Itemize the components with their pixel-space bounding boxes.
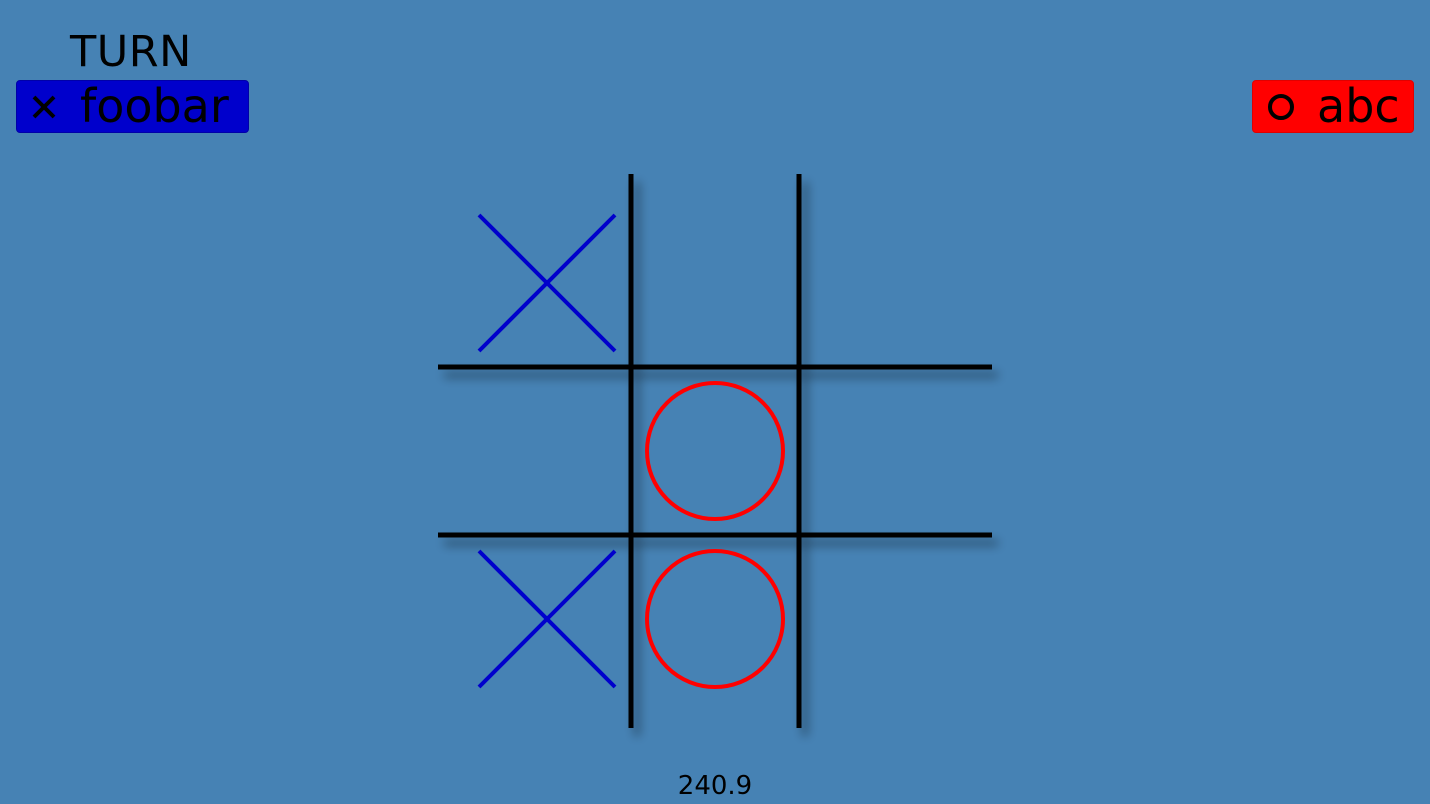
turn-label: TURN: [70, 27, 192, 77]
player-x-name: foobar: [80, 79, 229, 133]
x-mark-icon: [28, 91, 60, 123]
x-mark: [477, 213, 617, 353]
timer-readout: 240.9: [677, 771, 753, 801]
x-mark: [477, 549, 617, 689]
board-cell-3-1[interactable]: [465, 537, 629, 701]
o-ring-icon: [1265, 91, 1297, 123]
player-o-badge[interactable]: abc: [1252, 80, 1414, 133]
player-o-name: abc: [1317, 79, 1400, 133]
board-cell-3-3[interactable]: [801, 537, 965, 701]
o-mark: [645, 381, 785, 521]
board-cell-2-2[interactable]: [633, 369, 797, 533]
board-cell-2-3[interactable]: [801, 369, 965, 533]
board-cell-1-3[interactable]: [801, 201, 965, 365]
board-cell-2-1[interactable]: [465, 369, 629, 533]
board-cell-3-2[interactable]: [633, 537, 797, 701]
o-mark: [645, 549, 785, 689]
board-cell-1-1[interactable]: [465, 201, 629, 365]
board-grid: [438, 174, 992, 728]
board-cell-1-2[interactable]: [633, 201, 797, 365]
player-x-badge[interactable]: foobar: [16, 80, 249, 133]
